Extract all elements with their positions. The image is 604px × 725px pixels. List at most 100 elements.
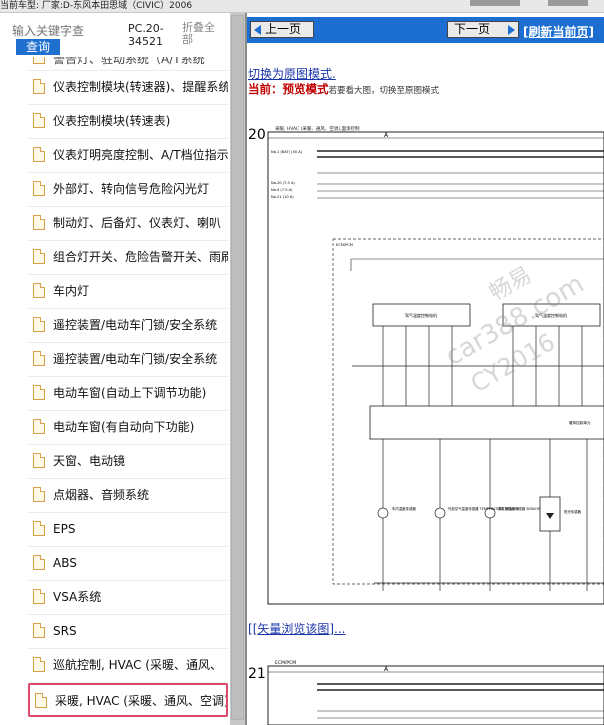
document-icon xyxy=(33,623,45,638)
switch-original-mode-link[interactable]: 切换为原图模式. xyxy=(248,67,336,81)
prev-page-label: 上一页 xyxy=(265,22,302,36)
document-icon xyxy=(33,589,45,604)
hvac-control-unit-label: 暖风控制单元 xyxy=(569,420,591,425)
arrow-left-icon xyxy=(254,25,261,35)
wire-label: No.4 (7.5 A) xyxy=(271,188,293,192)
ecm-label: ECM/PCM xyxy=(336,243,353,247)
search-area: 查询 PC.20-34521 折叠全部 xyxy=(0,13,230,57)
tree-item[interactable]: 采暖, HVAC (采暖、通风、空调) xyxy=(28,683,228,717)
tree-item[interactable]: 天窗、电动镜 xyxy=(28,445,228,479)
tree-item[interactable]: 外部灯、转向信号危险闪光灯 xyxy=(28,173,228,207)
tree-item-label: 仪表控制模块(转速器)、提醒系统 xyxy=(53,80,228,94)
tree-item-label: VSA系统 xyxy=(53,590,102,604)
vector-link-text[interactable]: [矢量浏览该图]... xyxy=(252,622,346,636)
tree-item[interactable]: 遥控装置/电动车门锁/安全系统 xyxy=(28,309,228,343)
wiring-diagram-next[interactable]: ECM/PCM 21 A xyxy=(247,656,604,725)
tree-item[interactable]: 制动灯、后备灯、仪表灯、喇叭 xyxy=(28,207,228,241)
vertical-wires xyxy=(352,326,604,406)
tree-item-label: 巡航控制, HVAC (采暖、通风、 xyxy=(53,658,222,672)
tree-item[interactable]: EPS xyxy=(28,513,228,547)
tree-item[interactable]: 仪表控制模块(转速器)、提醒系统 xyxy=(28,71,228,105)
vector-view-link[interactable]: [[矢量浏览该图]... xyxy=(248,620,346,637)
tree-item-label: 遥控装置/电动车门锁/安全系统 xyxy=(53,318,218,332)
tree-item[interactable]: 警告灯、驻动系统（A/T系统 xyxy=(28,57,228,71)
left-scrollbar[interactable] xyxy=(230,13,245,725)
document-icon xyxy=(33,317,45,332)
tree-item[interactable]: ABS xyxy=(28,547,228,581)
module-box-left xyxy=(372,303,471,327)
wiring-diagram[interactable]: 20 采暖, HVAC (采暖、通风、空调),面漆控制 A No.1 (BAT)… xyxy=(247,121,604,608)
mode-description: 若要看大图，切换至原图模式 xyxy=(328,86,440,96)
document-icon xyxy=(33,215,45,230)
document-icon xyxy=(35,693,47,708)
tree-item[interactable]: 遥控装置/电动车门锁/安全系统 xyxy=(28,343,228,377)
tree-item[interactable]: 电动车窗(有自动向下功能) xyxy=(28,411,228,445)
tree-item[interactable]: 仪表控制模块(转速表) xyxy=(28,105,228,139)
document-icon xyxy=(33,113,45,128)
document-icon xyxy=(33,657,45,672)
document-icon xyxy=(33,147,45,162)
document-icon xyxy=(33,487,45,502)
document-icon xyxy=(33,79,45,94)
tree-item-label: 仪表控制模块(转速表) xyxy=(53,114,171,128)
right-panel: 上一页 下一页 [刷新当前页] 切换为原图模式. 当前：预览模式若要看大图，切换… xyxy=(247,13,604,725)
document-icon xyxy=(33,453,45,468)
tree-item-label: 电动车窗(有自动向下功能) xyxy=(53,420,195,434)
search-input[interactable] xyxy=(12,22,124,40)
vector-link-bracket: [ xyxy=(248,622,253,636)
tree-item-label: 天窗、电动镜 xyxy=(53,454,126,468)
tree-item[interactable]: 电动车窗(自动上下调节功能) xyxy=(28,377,228,411)
sensor-label: 阳光传感器 xyxy=(564,509,582,514)
prev-page-button[interactable]: 上一页 xyxy=(250,21,314,38)
tree-item[interactable]: 组合灯开关、危险告警开关、雨刷 xyxy=(28,241,228,275)
document-icon xyxy=(33,419,45,434)
document-code: PC.20-34521 xyxy=(128,22,164,48)
mode-status: 当前：预览模式若要看大图，切换至原图模式 xyxy=(248,81,439,97)
tree-item[interactable]: SRS xyxy=(28,615,228,649)
tree-item-label: 组合灯开关、危险告警开关、雨刷 xyxy=(53,250,228,264)
document-icon xyxy=(33,385,45,400)
left-panel: 查询 PC.20-34521 折叠全部 警告灯、驻动系统（A/T系统仪表控制模块… xyxy=(0,13,245,725)
scrollbar-thumb[interactable] xyxy=(231,15,244,720)
sensor-label: 蒸发器温度传感器 SENSOR xyxy=(498,506,541,511)
tree-item[interactable]: 仪表灯明亮度控制、A/T档位指示 xyxy=(28,139,228,173)
diagram2-frame xyxy=(267,665,604,725)
next-page-button[interactable]: 下一页 xyxy=(447,21,519,38)
tree-item-label: 点烟器、音频系统 xyxy=(53,488,150,502)
panel-splitter[interactable] xyxy=(245,13,247,725)
toolbar-stub xyxy=(548,0,588,6)
tree-item[interactable]: 巡航控制, HVAC (采暖、通风、 xyxy=(28,649,228,683)
control-unit-boundary xyxy=(332,238,604,585)
tree-item-label: 仪表灯明亮度控制、A/T档位指示 xyxy=(53,148,228,162)
wire-label: No.20 (7.5 A) xyxy=(271,181,295,185)
tree-item[interactable]: 点烟器、音频系统 xyxy=(28,479,228,513)
module-left-label: 驾气温度控制电机 xyxy=(405,312,437,318)
module-box-right xyxy=(502,303,601,327)
top-bar: 当前车型: 厂家:D-东风本田思域（CIVIC）2006 xyxy=(0,0,604,13)
tree-item-label: 采暖, HVAC (采暖、通风、空调) xyxy=(55,694,228,708)
tree-item-label: 外部灯、转向信号危险闪光灯 xyxy=(53,182,210,196)
document-icon xyxy=(33,555,45,570)
sensor-symbol xyxy=(484,507,496,519)
tree-item-label: 制动灯、后备灯、仪表灯、喇叭 xyxy=(53,216,222,230)
arrow-right-icon xyxy=(508,25,515,35)
tree-item-label: ABS xyxy=(53,556,77,570)
sensor-symbol xyxy=(377,507,389,519)
sensor-label: 外部空气温度传感器 TEMPERATURE SENSOR xyxy=(448,506,520,511)
sensor-symbol xyxy=(434,507,446,519)
hvac-control-unit xyxy=(369,405,604,440)
diagram2-section: A xyxy=(384,666,389,673)
navigation-bar: 上一页 下一页 [刷新当前页] xyxy=(247,17,604,43)
wire-label: No.1 (BAT) (50 A) xyxy=(271,150,303,154)
tree-item[interactable]: 车内灯 xyxy=(28,275,228,309)
search-button[interactable]: 查询 xyxy=(16,39,60,55)
tree-item[interactable]: VSA系统 xyxy=(28,581,228,615)
diagram-frame xyxy=(267,131,604,605)
refresh-page-link[interactable]: [刷新当前页] xyxy=(523,25,594,39)
tree-item-label: 遥控装置/电动车门锁/安全系统 xyxy=(53,352,218,366)
diagram2-page-number: 21 xyxy=(248,666,266,682)
wiring-diagram-next-svg: ECM/PCM 21 A xyxy=(248,660,604,725)
sensor-label: 车内温度传感器 xyxy=(392,506,416,511)
collapse-all-link[interactable]: 折叠全部 xyxy=(182,21,215,46)
wiring-diagram-svg: 20 采暖, HVAC (采暖、通风、空调),面漆控制 A No.1 (BAT)… xyxy=(248,125,604,605)
